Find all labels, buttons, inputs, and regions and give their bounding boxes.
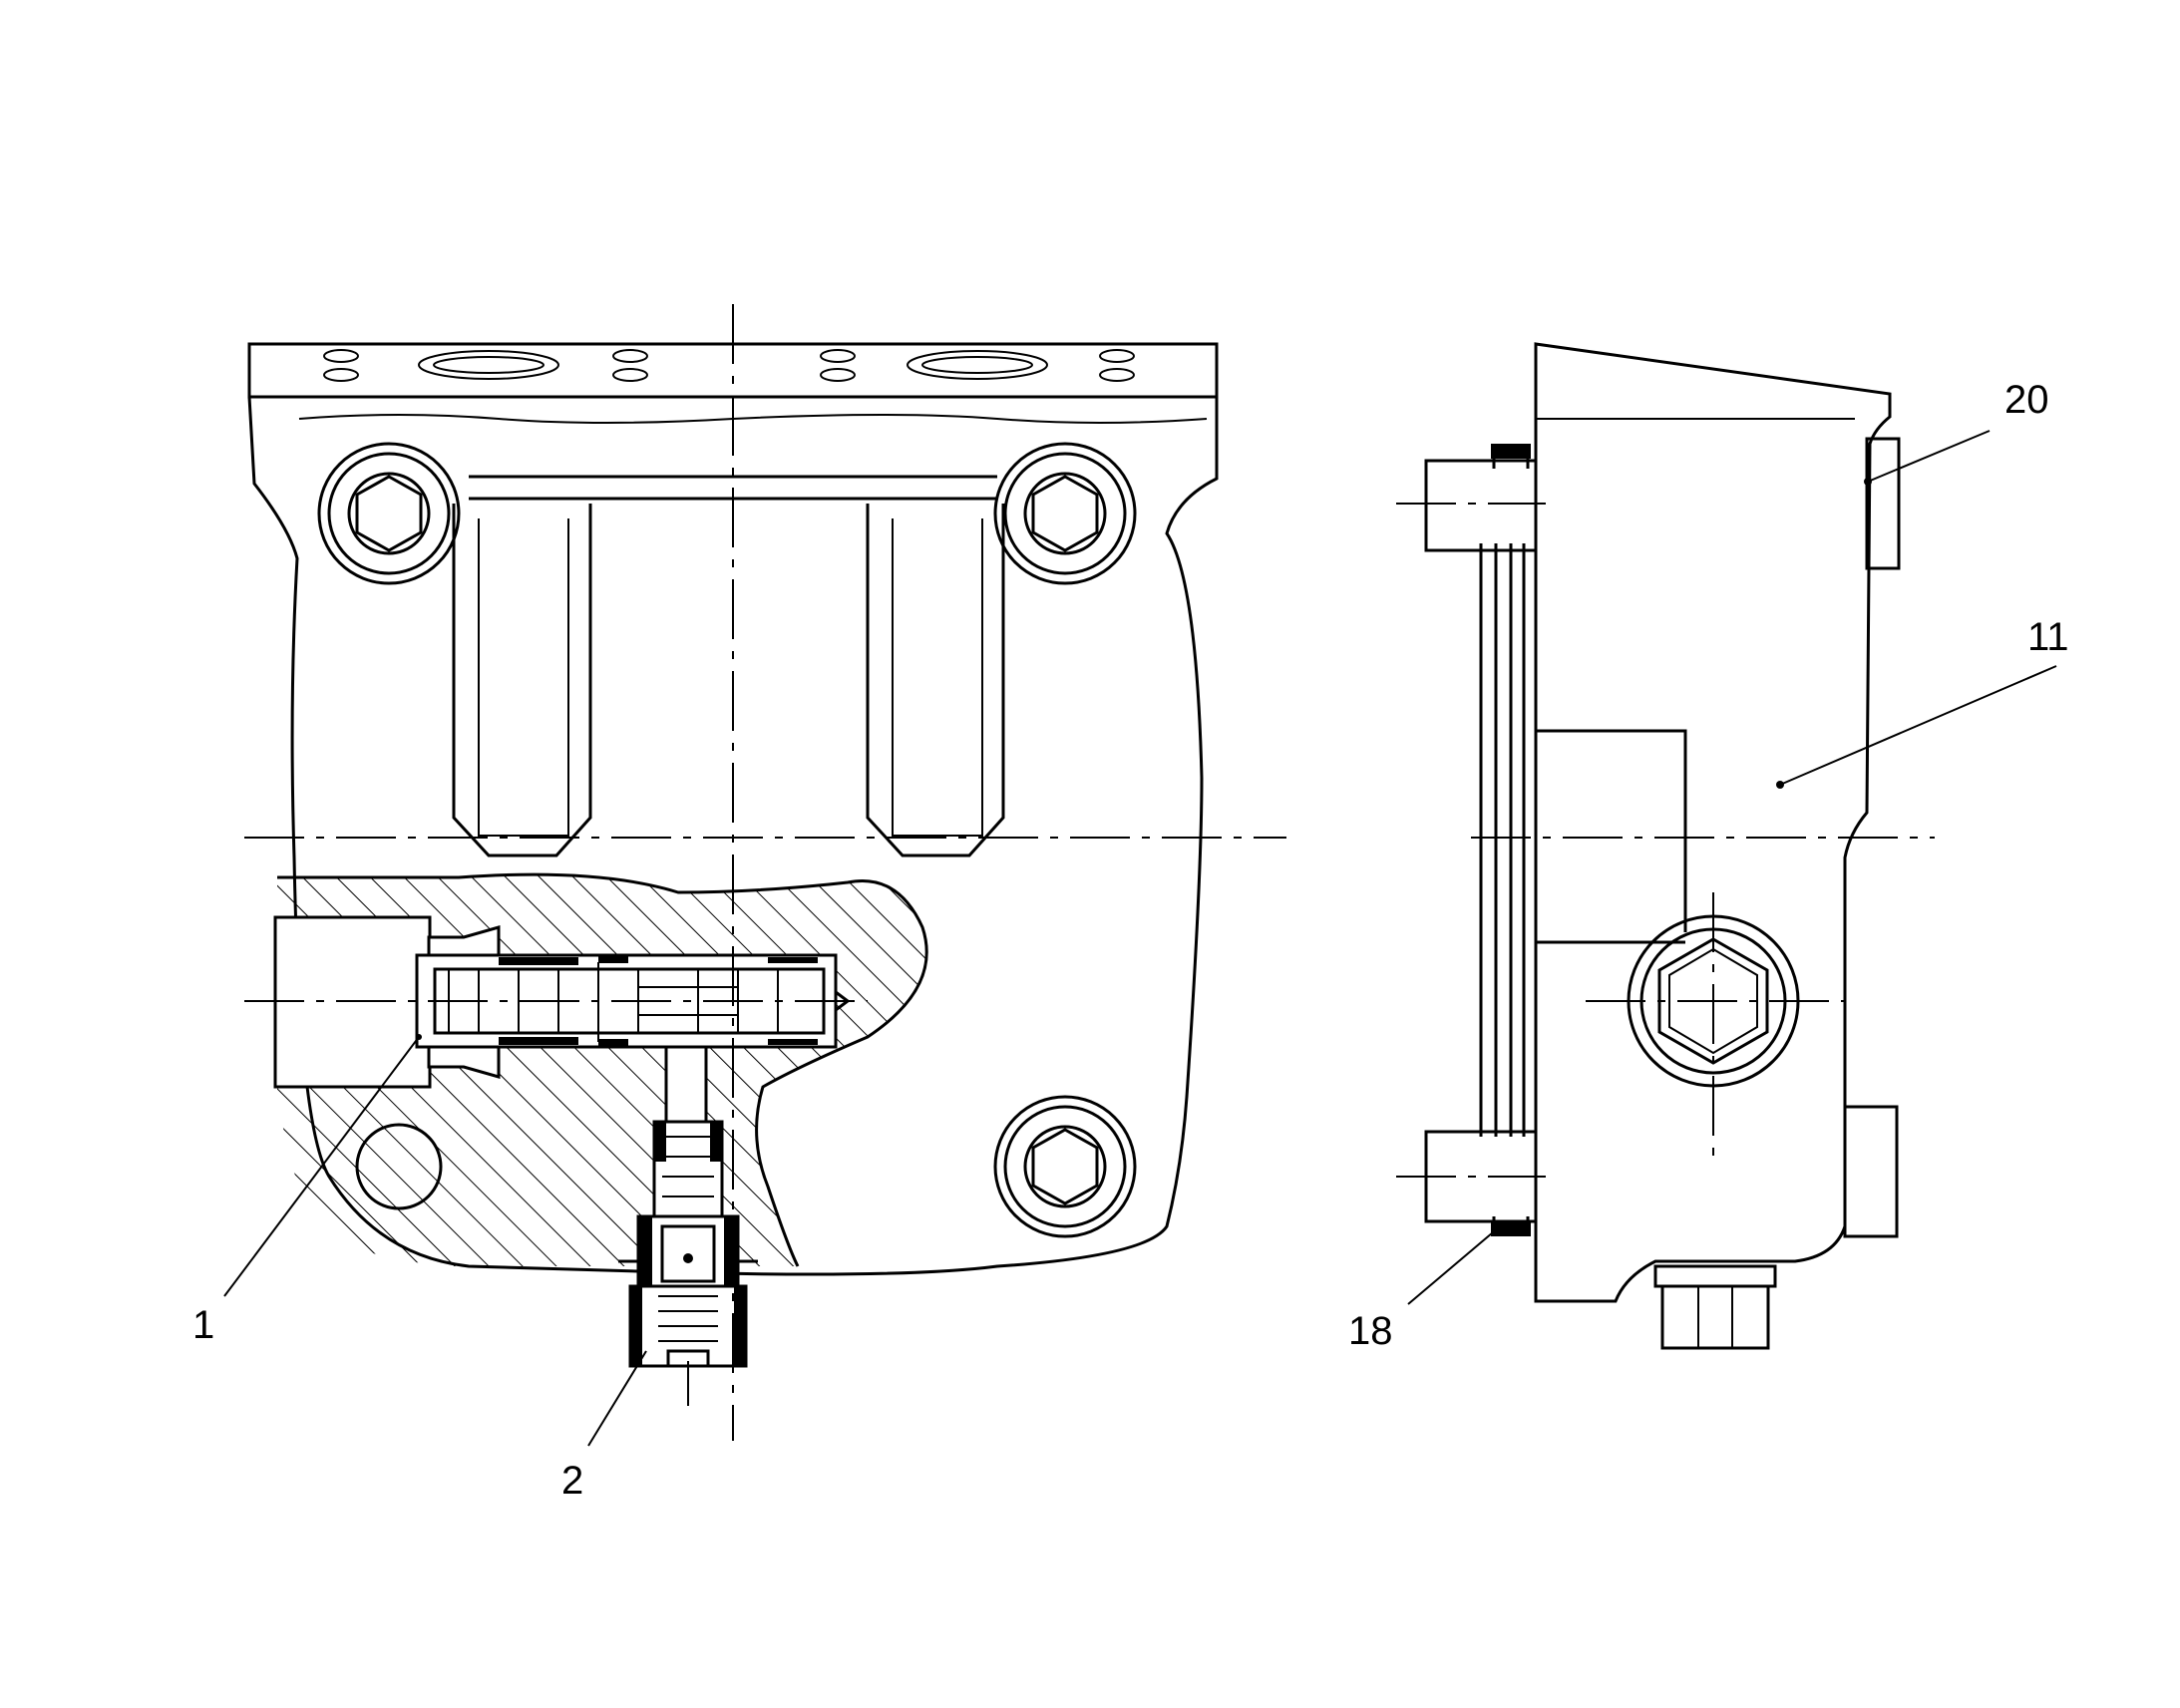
callout-11: 11 (1776, 615, 2069, 789)
callout-label-2: 2 (561, 1459, 583, 1503)
ribs (452, 504, 1005, 857)
bottom-plug (1653, 1264, 1777, 1350)
side-view (1396, 342, 1935, 1350)
bolt-bottom-right (993, 1095, 1137, 1238)
section-cut (273, 872, 928, 1368)
callout-18: 18 (1348, 1220, 1507, 1353)
callout-20: 20 (1864, 378, 2049, 486)
callout-1: 1 (192, 1034, 422, 1347)
callout-label-11: 11 (2027, 615, 2069, 659)
callout-label-1: 1 (192, 1303, 214, 1347)
flange-holes (323, 349, 1135, 382)
check-valve-cartridge (618, 1120, 758, 1368)
housing-outline (247, 396, 1219, 1276)
callout-label-18: 18 (1348, 1309, 1393, 1353)
callout-label-20: 20 (2004, 378, 2049, 422)
callout-2: 2 (561, 1350, 647, 1503)
bolt-top-left (317, 442, 461, 585)
bolt-top-right (993, 442, 1137, 585)
side-housing-outline (1534, 342, 1892, 1303)
right-lug-top (1865, 437, 1901, 570)
flange-edge (298, 414, 1208, 424)
front-view (244, 304, 1286, 1441)
side-pins (1424, 444, 1538, 1236)
right-lug-bottom (1843, 1105, 1899, 1238)
